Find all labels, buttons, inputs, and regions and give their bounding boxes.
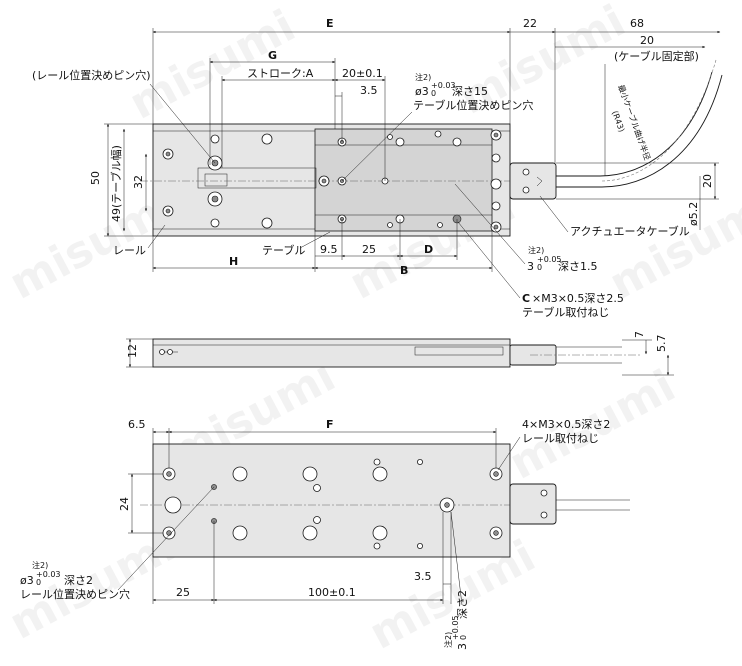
top-view: E 22 68 20 (ケーブル固定部) (R43) 最小ケーブル曲げ半径 G … bbox=[32, 17, 723, 319]
rail-label: レール bbox=[113, 244, 146, 257]
side-body bbox=[152, 338, 511, 368]
dim-20-cable: 20 bbox=[640, 34, 654, 47]
pin-dia: ø3 bbox=[20, 574, 34, 587]
dim-20-tol: 20±0.1 bbox=[342, 67, 383, 80]
table-pin-tol0: 0 bbox=[431, 89, 436, 98]
dim-stroke-A: ストローク:A bbox=[247, 67, 314, 80]
pin2-depth: 深さ1.5 bbox=[558, 260, 598, 273]
table-pin-note-tag: 注2) bbox=[415, 72, 431, 82]
dim-5-7: 5.7 bbox=[655, 335, 668, 353]
cable-fixed-label: (ケーブル固定部) bbox=[614, 49, 699, 63]
pin-tol: +0.03 bbox=[36, 570, 61, 579]
screw-C-label: テーブル取付ねじ bbox=[522, 305, 609, 319]
dim-32: 32 bbox=[132, 175, 145, 189]
dim-B: B bbox=[400, 264, 408, 277]
dim-H: H bbox=[229, 255, 238, 268]
dim-49-table-width: 49(テーブル幅) bbox=[109, 145, 123, 222]
pin-label: レール位置決めピン穴 bbox=[20, 587, 130, 601]
dim-100-tol: 100±0.1 bbox=[308, 586, 356, 599]
watermark-5: misumi bbox=[601, 180, 742, 309]
dim-25-bottom: 25 bbox=[176, 586, 190, 599]
rail-screw-spec: 4×M3×0.5深さ2 bbox=[522, 418, 610, 431]
dim-20-right: 20 bbox=[701, 174, 714, 188]
dim-r43: (R43) bbox=[610, 110, 626, 134]
dim-E: E bbox=[326, 17, 334, 30]
rail-screw-label: レール取付ねじ bbox=[522, 432, 599, 445]
dim-5-2: ø5.2 bbox=[687, 202, 700, 226]
dim-7: 7 bbox=[633, 331, 646, 338]
slot-tol0: 0 bbox=[459, 635, 468, 640]
watermark-1: misumi bbox=[121, 0, 303, 129]
actuator-cable bbox=[556, 71, 713, 177]
cable-connector bbox=[509, 162, 557, 200]
dim-25-top: 25 bbox=[362, 243, 376, 256]
dim-6-5: 6.5 bbox=[128, 418, 146, 431]
slot-note-tag: 注2) bbox=[443, 632, 453, 648]
pin-depth: 深さ2 bbox=[64, 574, 93, 587]
table-pin-dia: ø3 bbox=[415, 85, 429, 98]
pin2-tol0: 0 bbox=[537, 263, 542, 272]
table-pin-label: テーブル位置決めピン穴 bbox=[413, 98, 533, 112]
pin-tol0: 0 bbox=[36, 578, 41, 587]
slot-dia: 3 bbox=[456, 643, 469, 650]
bottom-rail-body bbox=[152, 443, 511, 558]
bottom-view: 6.5 F 4×M3×0.5深さ2 レール取付ねじ 24 注2) ø3 +0.0… bbox=[20, 418, 630, 650]
screw-C-prefix: C bbox=[522, 292, 530, 305]
pin2-tol: +0.05 bbox=[537, 255, 562, 264]
actuator-cable-label: アクチュエータケーブル bbox=[570, 224, 690, 238]
pin-note-tag: 注2) bbox=[32, 560, 48, 570]
side-view: 12 7 5.7 bbox=[126, 331, 674, 376]
slot-depth: 深さ2 bbox=[456, 590, 469, 619]
dim-22: 22 bbox=[523, 17, 537, 30]
dim-24: 24 bbox=[118, 497, 131, 511]
screw-C-spec: ×M3×0.5深さ2.5 bbox=[532, 292, 624, 305]
dim-50: 50 bbox=[89, 171, 102, 185]
table-pin-tol: +0.03 bbox=[431, 81, 456, 90]
dim-3-5-top: 3.5 bbox=[360, 84, 378, 97]
pin2-dia: 3 bbox=[527, 260, 534, 273]
dim-F: F bbox=[326, 418, 334, 431]
table-pin-depth: 深さ15 bbox=[452, 85, 488, 98]
pin2-note-tag: 注2) bbox=[528, 245, 544, 255]
dim-3-5-bottom: 3.5 bbox=[414, 570, 432, 583]
dim-12: 12 bbox=[126, 344, 139, 358]
dim-D: D bbox=[424, 243, 433, 256]
rail-pin-hole-label: (レール位置決めピン穴) bbox=[32, 68, 151, 82]
table-label: テーブル bbox=[262, 243, 305, 257]
dim-G: G bbox=[268, 49, 277, 62]
dim-68: 68 bbox=[630, 17, 644, 30]
slot-tol: +0.05 bbox=[451, 615, 460, 640]
dim-9-5: 9.5 bbox=[320, 243, 338, 256]
